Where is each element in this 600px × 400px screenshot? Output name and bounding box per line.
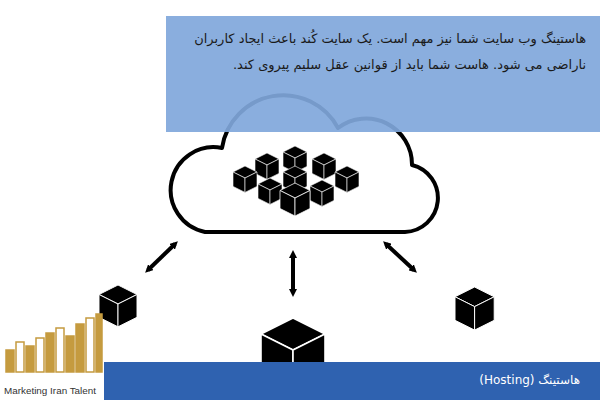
connection-arrows: [148, 244, 414, 293]
logo-bars: [6, 314, 102, 372]
title-text: هاستینگ (Hosting): [124, 373, 580, 389]
logo-text: Marketing Iran Talent: [4, 385, 96, 396]
client-cube: [455, 287, 494, 330]
info-box: هاستینگ وب سایت شما نیز مهم است. یک سایت…: [166, 16, 600, 132]
body-text: هاستینگ وب سایت شما نیز مهم است. یک سایت…: [180, 26, 586, 78]
title-band: هاستینگ (Hosting): [104, 362, 600, 400]
server-cluster: [233, 146, 359, 216]
client-cube: [99, 285, 137, 327]
